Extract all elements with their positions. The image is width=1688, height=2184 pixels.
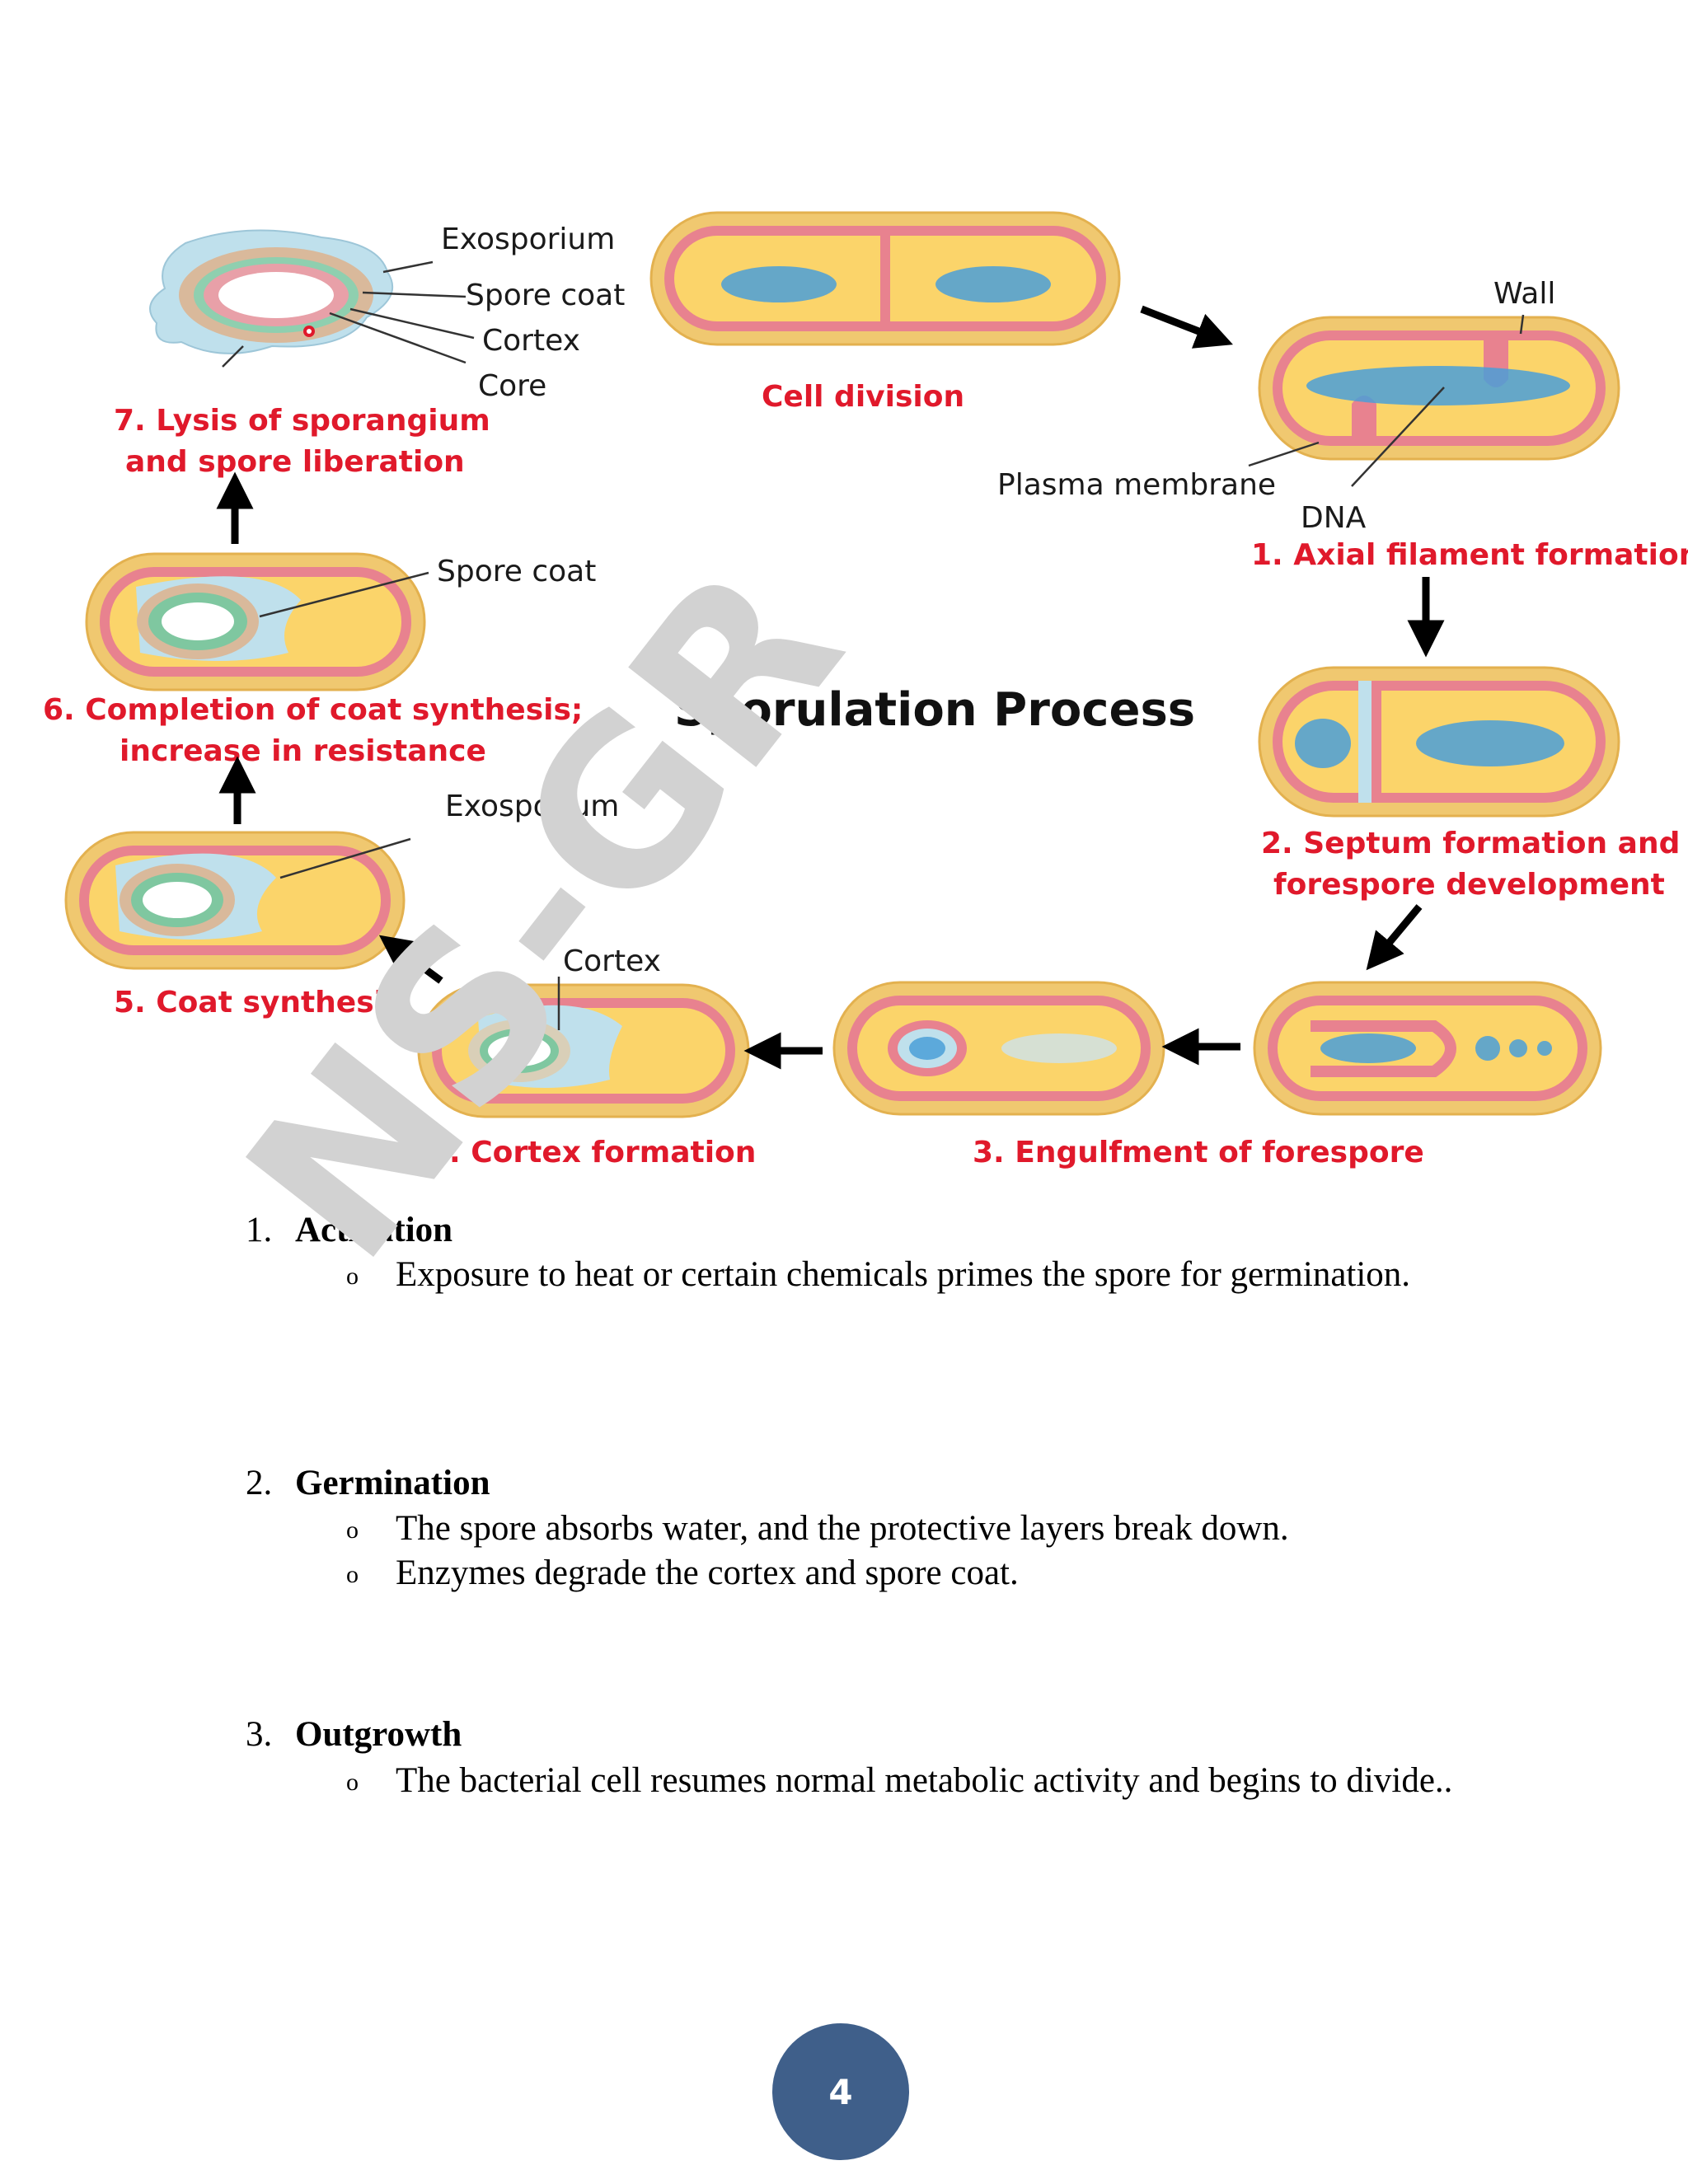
dna-axial-filament [1306,366,1570,405]
label-dna: DNA [1301,501,1367,535]
label-spore-coat-free: Spore coat [466,279,625,312]
label-stage-7-line-1: 7. Lysis of sporangium [114,404,490,438]
dna-cluster [721,266,837,302]
label-exosporium-stage5: Exosporium [445,790,619,823]
step-1-bullet-1: Exposure to heat or certain chemicals pr… [396,1255,1411,1294]
label-stage-1: 1. Axial filament formation [1251,538,1688,572]
label-stage-2-line-1: 2. Septum formation and [1261,827,1680,860]
stage3-engulf-cell [1253,981,1602,1116]
steps-list: 1. Activation o Exposure to heat or cert… [246,1211,1453,1800]
spore-core [143,882,212,918]
label-stage-6-line-1: 6. Completion of coat synthesis; [43,693,583,727]
arrow-stage2-to-stage3 [1366,904,1423,971]
label-plasma-membrane: Plasma membrane [997,468,1276,502]
step-title-outgrowth: Outgrowth [295,1715,462,1754]
label-cortex-free: Cortex [482,324,580,358]
label-cell-division: Cell division [762,380,964,414]
spore-core [162,602,234,640]
label-cortex-stage4: Cortex [563,944,661,978]
dna-cluster [1320,1033,1416,1063]
dna-cluster [935,266,1051,302]
step-number: 2. [246,1464,273,1502]
arrow-division-to-stage1 [1140,305,1233,349]
sporulation-diagram: Sporulation Process Cell division Wall P… [43,211,1688,1169]
dna-cluster [1416,720,1564,766]
label-stage-5: 5. Coat synthesis [114,986,401,1019]
step-title-activation: Activation [295,1211,453,1249]
dna-fragment [1475,1036,1500,1061]
dna-fragment [1509,1039,1527,1057]
bullet-marker: o [346,1516,359,1544]
label-stage-3: 3. Engulfment of forespore [973,1136,1424,1169]
diagram-title: Sporulation Process [674,683,1195,737]
step-2-bullet-1: The spore absorbs water, and the protect… [396,1509,1289,1548]
stage2-cell [1258,666,1620,818]
free-spore [149,229,394,354]
label-spore-coat-stage6: Spore coat [437,555,596,588]
dna-cluster [1295,719,1351,768]
spore-core [218,272,334,318]
label-stage-7-line-2: and spore liberation [125,445,465,479]
label-core-free: Core [478,369,546,403]
stage6-cell [85,552,426,691]
dna-fragment [1537,1041,1552,1056]
label-stage-2-line-2: forespore development [1273,868,1665,902]
step-title-germination: Germination [295,1464,490,1502]
label-stage-4: 4. Cortex formation [429,1136,756,1169]
page-number-badge: 4 [772,2023,909,2160]
step-3-bullet-1: The bacterial cell resumes normal metabo… [396,1761,1453,1800]
dna-cluster [909,1037,945,1060]
bullet-marker: o [346,1769,359,1796]
step-2-bullet-2: Enzymes degrade the cortex and spore coa… [396,1554,1019,1592]
label-wall: Wall [1493,277,1555,311]
step-number: 1. [246,1211,273,1249]
page-number: 4 [828,2071,853,2112]
stage1-cell [1258,316,1620,461]
step-number: 3. [246,1715,273,1754]
label-stage-6-line-2: increase in resistance [120,734,486,768]
arrow-stage4-to-stage5 [378,935,443,984]
bullet-marker: o [346,1263,359,1290]
stage3-forespore-cell [832,981,1165,1116]
spore-core [488,1035,551,1066]
bullet-marker: o [346,1561,359,1588]
label-exosporium-free: Exosporium [441,223,615,256]
dna-faint [1001,1033,1117,1063]
cell-division-cell [649,211,1121,346]
